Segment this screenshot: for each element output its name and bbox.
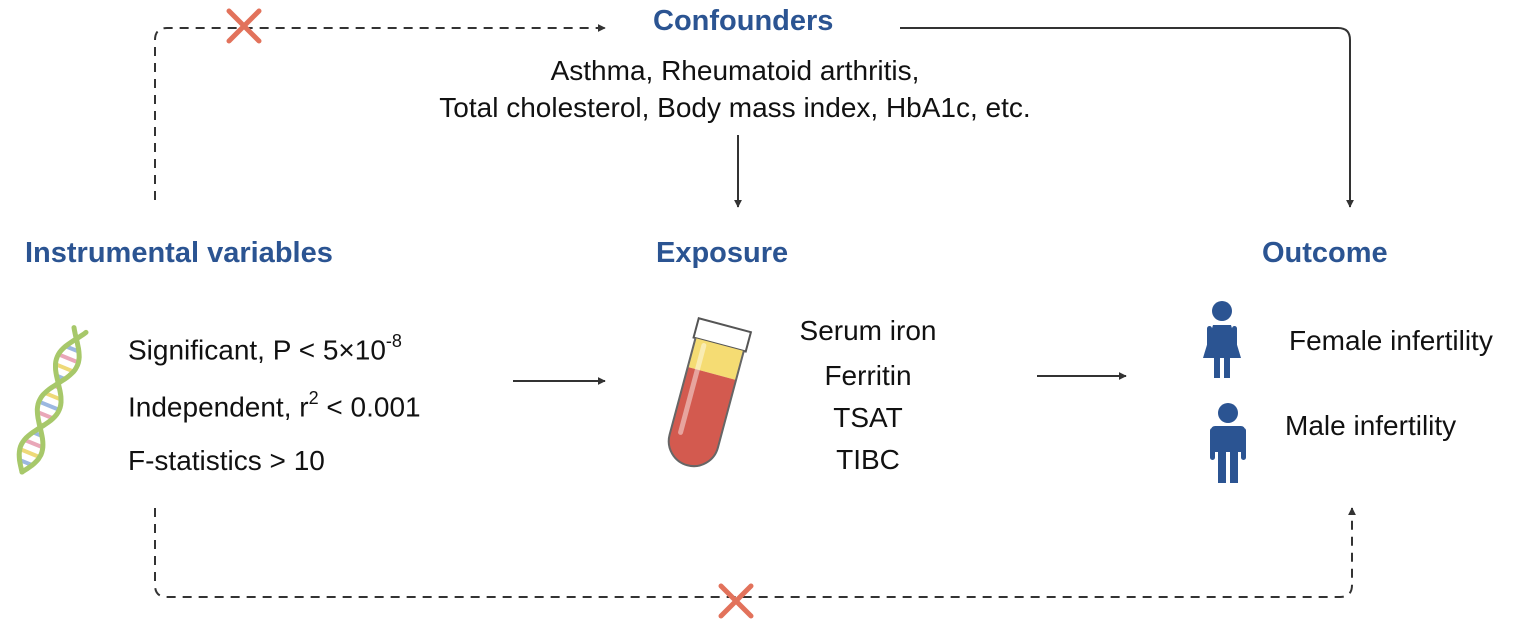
- confounders-line-1: Asthma, Rheumatoid arthritis,: [550, 55, 920, 86]
- female-infertility-label: Female infertility: [1289, 325, 1493, 356]
- confounders-title: Confounders: [653, 5, 834, 37]
- dna-rung: [42, 390, 64, 402]
- outcome-title: Outcome: [1262, 237, 1388, 269]
- iv-confounder-dashed-path: [154, 24, 606, 200]
- male-infertility-label: Male infertility: [1285, 410, 1457, 441]
- dna-rung: [22, 437, 45, 450]
- exposure-item: TIBC: [836, 444, 900, 475]
- dna-strand: [16, 329, 89, 475]
- criterion-significant: Significant, P < 5×10-8: [128, 331, 402, 366]
- male-person-icon: [1210, 403, 1246, 483]
- exposure-item: TSAT: [833, 402, 903, 433]
- criterion-f-statistics: F-statistics > 10: [128, 445, 325, 476]
- cross-icon: [226, 8, 262, 44]
- exposure-item: Serum iron: [799, 315, 937, 346]
- iv-outcome-dashed-path: [154, 507, 1356, 598]
- blood-tube-icon: [667, 317, 753, 468]
- dna-rung: [36, 399, 62, 412]
- dna-rung: [53, 362, 76, 374]
- dna-rung: [17, 447, 42, 460]
- female-person-icon: [1203, 301, 1241, 378]
- confounders-line-2: Total cholesterol, Body mass index, HbA1…: [439, 92, 1031, 123]
- dna-rung: [56, 352, 81, 365]
- instrumental-variables-title: Instrumental variables: [25, 237, 333, 269]
- dna-icon: [16, 325, 89, 475]
- criterion-independent: Independent, r2 < 0.001: [128, 388, 421, 423]
- dna-strand: [19, 325, 82, 475]
- confounder-outcome-arrow: [900, 27, 1354, 208]
- exposure-item: Ferritin: [824, 360, 912, 391]
- cross-icon: [718, 583, 754, 619]
- exposure-title: Exposure: [656, 237, 789, 269]
